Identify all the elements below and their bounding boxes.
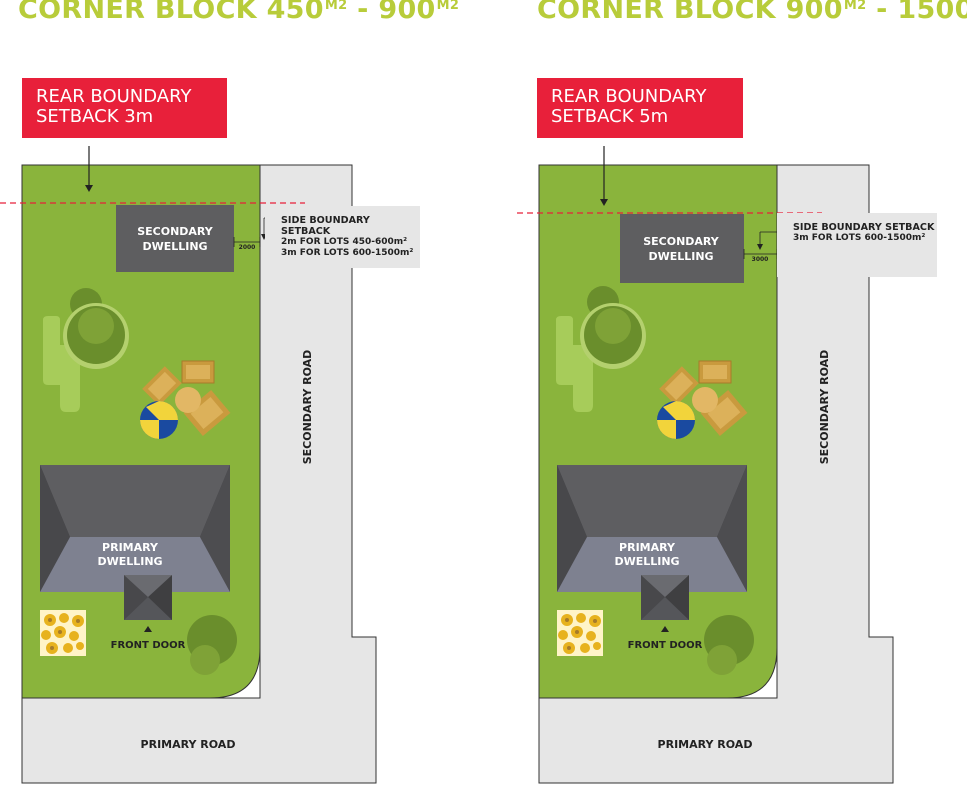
tree-icon xyxy=(704,615,754,675)
panel-title: CORNER BLOCK 900M2 - 1500M2 xyxy=(537,0,967,25)
secondary-dwelling-label-1: SECONDARY xyxy=(643,235,720,248)
primary-dwelling-label-2: DWELLING xyxy=(97,555,162,568)
down-arrow-icon xyxy=(85,146,93,192)
primary-dwelling-label-1: PRIMARY xyxy=(102,541,159,554)
sun-lounger-icon xyxy=(142,360,231,437)
primary-dwelling-label-2: DWELLING xyxy=(614,555,679,568)
flower-bed-icon xyxy=(557,610,603,656)
panel-450-900: CORNER BLOCK 450M2 - 900M2 SECONDARY DWE… xyxy=(0,0,480,785)
umbrella-icon xyxy=(657,401,695,439)
primary-road-label: PRIMARY ROAD xyxy=(141,738,236,751)
secondary-dwelling xyxy=(116,205,234,272)
tree-icon xyxy=(187,615,237,675)
panel-900-1500: CORNER BLOCK 900M2 - 1500M2 SECONDARY DW… xyxy=(517,0,967,785)
lawn-strip xyxy=(556,316,593,412)
secondary-road-label: SECONDARY ROAD xyxy=(301,350,314,465)
primary-dwelling-label-1: PRIMARY xyxy=(619,541,676,554)
sun-lounger-icon xyxy=(659,360,748,437)
side-setback-note: SIDE BOUNDARY SETBACK 3m FOR LOTS 600-15… xyxy=(777,213,937,277)
dimension-label: 2000 xyxy=(239,244,256,251)
flower-bed-icon xyxy=(40,610,86,656)
rear-setback-label: REAR BOUNDARY SETBACK 3m xyxy=(22,78,227,138)
front-door-arrow-icon xyxy=(661,626,669,632)
front-door-arrow-icon xyxy=(144,626,152,632)
secondary-dwelling-label-1: SECONDARY xyxy=(137,225,214,238)
side-setback-note: SIDE BOUNDARY SETBACK 2m FOR LOTS 450-60… xyxy=(265,206,420,268)
secondary-dwelling-label-2: DWELLING xyxy=(142,240,207,253)
umbrella-icon xyxy=(140,401,178,439)
lawn-strip xyxy=(43,316,80,412)
tree-icon xyxy=(63,288,129,369)
panel-title: CORNER BLOCK 450M2 - 900M2 xyxy=(18,0,460,25)
secondary-dwelling-label-2: DWELLING xyxy=(648,250,713,263)
tree-icon xyxy=(580,286,646,369)
secondary-dwelling xyxy=(620,214,744,283)
front-door-label: FRONT DOOR xyxy=(111,640,186,651)
primary-road-label: PRIMARY ROAD xyxy=(658,738,753,751)
front-door-label: FRONT DOOR xyxy=(628,640,703,651)
dimension-label: 3000 xyxy=(752,256,769,263)
rear-setback-label: REAR BOUNDARY SETBACK 5m xyxy=(537,78,743,138)
site-plan: SECONDARY DWELLING 2000 xyxy=(0,146,377,784)
down-arrow-icon xyxy=(600,146,608,206)
site-plan: SECONDARY DWELLING 3000 xyxy=(517,146,894,784)
secondary-road-label: SECONDARY ROAD xyxy=(818,350,831,465)
